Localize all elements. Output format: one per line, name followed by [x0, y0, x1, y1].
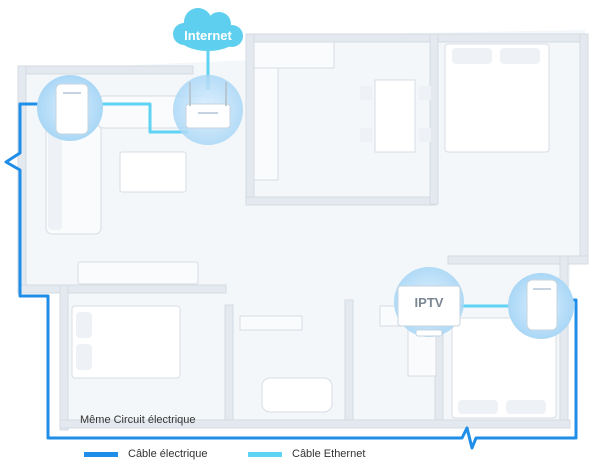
bedroom-bottom-right	[451, 317, 557, 419]
legend-ethernet-swatch	[248, 451, 282, 457]
legend-electric-swatch	[84, 451, 118, 457]
electric-cable	[4, 102, 578, 450]
bedroom-top	[444, 43, 550, 153]
legend-ethernet-label: Câble Ethernet	[292, 448, 366, 460]
legend-electric: Câble électrique	[84, 447, 208, 461]
bedroom-bottom-left	[71, 305, 181, 379]
cloud-label: Internet	[184, 28, 232, 43]
powerline-adapter-right	[508, 273, 574, 339]
walls	[17, 33, 589, 431]
legend-ethernet: Câble Ethernet	[248, 447, 365, 461]
circuit-label: Même Circuit électrique	[80, 414, 196, 426]
kitchen	[253, 41, 431, 181]
legend-electric-label: Câble électrique	[128, 448, 208, 460]
router-icon	[173, 75, 243, 145]
powerline-adapter-left	[37, 75, 103, 141]
tv-set-top-box-icon	[394, 267, 464, 337]
cloud-icon	[173, 8, 243, 51]
tv-label: IPTV	[415, 295, 444, 310]
